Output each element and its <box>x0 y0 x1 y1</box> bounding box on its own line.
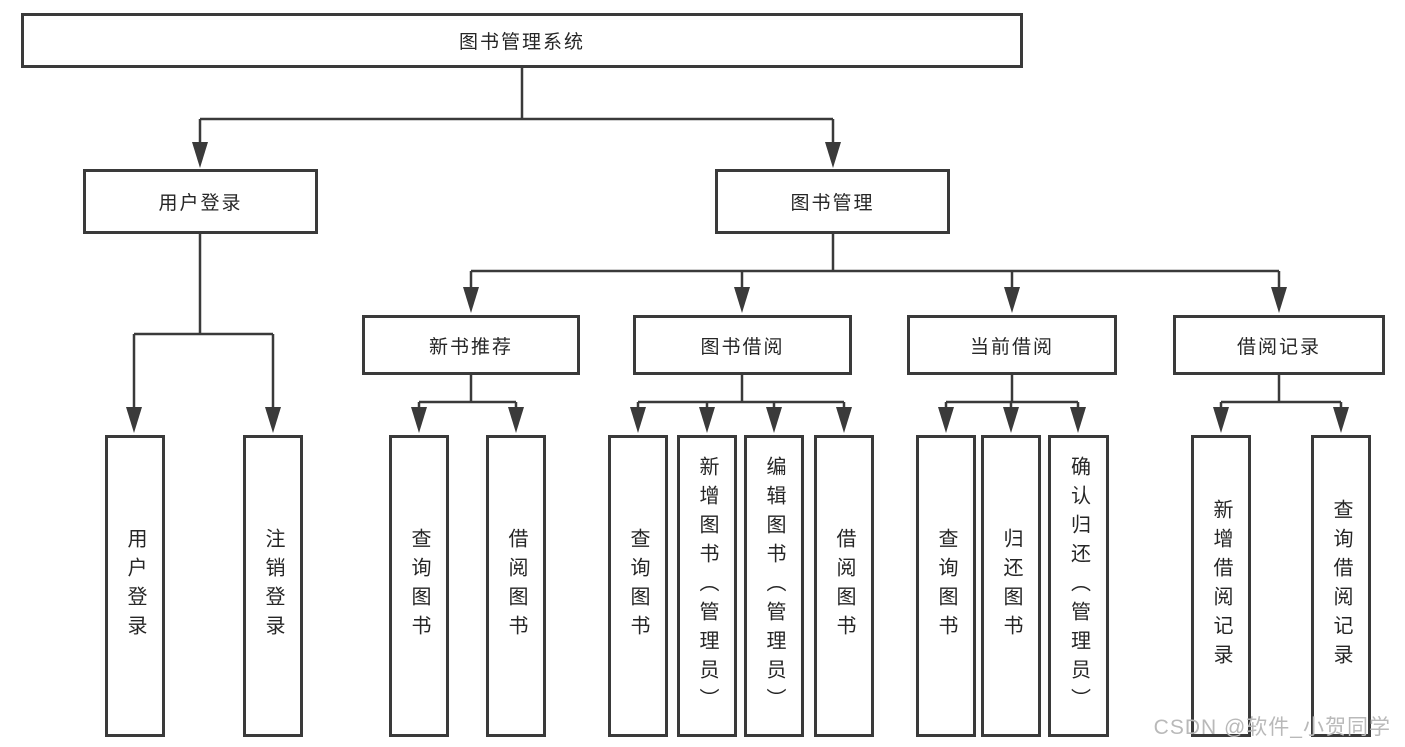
node-root: 图书管理系统 <box>21 13 1023 68</box>
node-leaf-add-borrow-record: 新增借阅记录 <box>1191 435 1251 737</box>
node-leaf-user-login: 用户登录 <box>105 435 165 737</box>
leaf-label: 新增图书（管理员） <box>696 455 718 717</box>
node-borrow-records: 借阅记录 <box>1173 315 1385 375</box>
node-book-borrowing: 图书借阅 <box>633 315 852 375</box>
node-user-login: 用户登录 <box>83 169 318 234</box>
leaf-label: 注销登录 <box>262 528 284 644</box>
leaf-label: 用户登录 <box>124 528 146 644</box>
node-leaf-query-books-recommend: 查询图书 <box>389 435 449 737</box>
node-leaf-query-borrow-record: 查询借阅记录 <box>1311 435 1371 737</box>
leaf-label: 新增借阅记录 <box>1210 499 1232 673</box>
leaf-label: 确认归还（管理员） <box>1067 455 1090 717</box>
node-book-management: 图书管理 <box>715 169 950 234</box>
leaf-label: 查询图书 <box>935 528 957 644</box>
node-leaf-logout: 注销登录 <box>243 435 303 737</box>
node-leaf-borrow-books-recommend: 借阅图书 <box>486 435 546 737</box>
node-leaf-edit-books-admin: 编辑图书（管理员） <box>744 435 804 737</box>
connector-segments <box>132 68 1343 414</box>
leaf-label: 查询图书 <box>408 528 430 644</box>
node-current-borrowing: 当前借阅 <box>907 315 1117 375</box>
arrowhead-icons <box>126 142 1349 433</box>
leaf-label: 借阅图书 <box>505 528 527 644</box>
node-leaf-query-books-borrowing: 查询图书 <box>608 435 668 737</box>
node-leaf-query-books-current: 查询图书 <box>916 435 976 737</box>
node-new-book-recommend: 新书推荐 <box>362 315 580 375</box>
leaf-label: 归还图书 <box>1000 528 1022 644</box>
node-leaf-add-books-admin: 新增图书（管理员） <box>677 435 737 737</box>
leaf-label: 借阅图书 <box>833 528 855 644</box>
node-leaf-return-books: 归还图书 <box>981 435 1041 737</box>
csdn-watermark: CSDN @软件_小贺同学 <box>1153 716 1391 739</box>
node-leaf-borrow-books: 借阅图书 <box>814 435 874 737</box>
leaf-label: 查询借阅记录 <box>1330 499 1352 673</box>
leaf-label: 编辑图书（管理员） <box>763 455 785 717</box>
leaf-label: 查询图书 <box>627 528 649 644</box>
node-leaf-confirm-return-admin: 确认归还（管理员） <box>1048 435 1109 737</box>
